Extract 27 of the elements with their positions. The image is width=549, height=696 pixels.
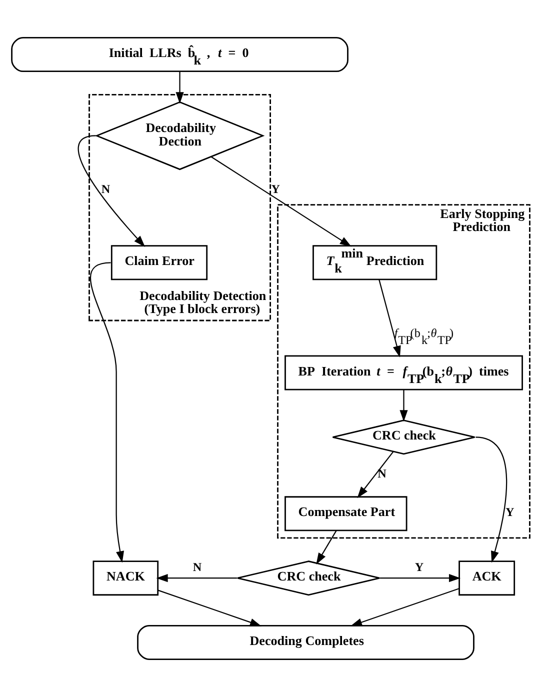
edge-label: N [101, 182, 110, 196]
arrow [350, 588, 460, 626]
edge-label: N [378, 466, 386, 480]
arrow [156, 574, 238, 582]
node-box: NACK [92, 560, 159, 596]
node-box: Compensate Part [284, 496, 408, 531]
arrow [176, 71, 184, 104]
node-diamond: Decodability Dection [94, 100, 265, 170]
arrow [90, 262, 124, 562]
node-box: Decoding Completes [137, 624, 474, 660]
arrow [158, 589, 262, 626]
arrow [378, 278, 401, 357]
arrow [357, 450, 394, 498]
edge-label: Y [414, 559, 424, 574]
edge-label: Y [505, 504, 514, 518]
node-diamond: CRC check [332, 419, 476, 454]
arrow [400, 389, 408, 422]
arrow [78, 134, 146, 246]
arrow [316, 530, 337, 564]
arrow [476, 436, 508, 562]
arrow [380, 574, 461, 582]
node-box: Claim Error [110, 244, 208, 280]
arrow [210, 156, 352, 246]
edge-label: N [192, 559, 202, 574]
node-box: ACK [458, 560, 516, 596]
node-diamond: CRC check [236, 560, 380, 596]
edge-label: Y [271, 182, 280, 196]
